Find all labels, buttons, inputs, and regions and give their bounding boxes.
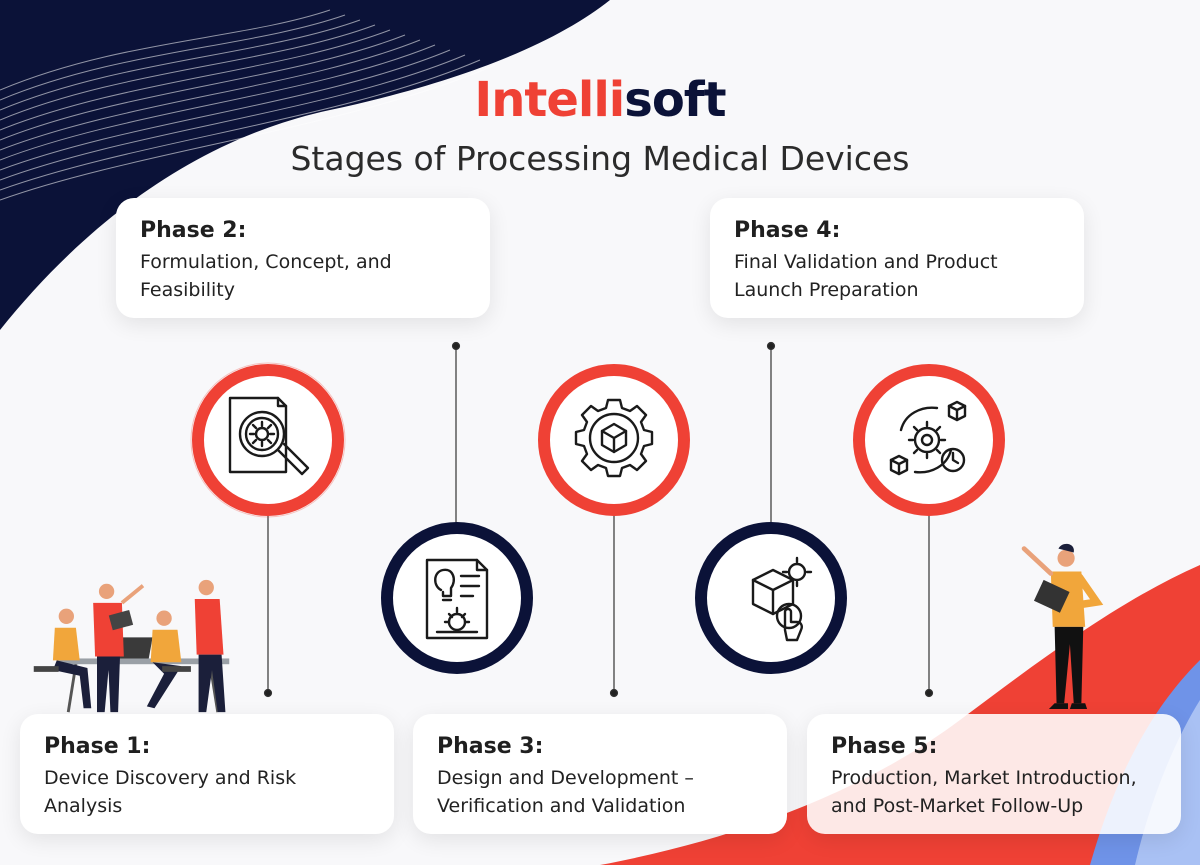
brand-logo-part2: soft <box>624 72 726 128</box>
phase-4-label: Phase 4: <box>734 218 841 243</box>
phase-3-label: Phase 3: <box>437 734 544 759</box>
phase-4-description: Final Validation and Product Launch Prep… <box>734 251 998 301</box>
phase-3-card: Phase 3: Design and Development – Verifi… <box>413 714 787 834</box>
phase-5-card: Phase 5: Production, Market Introduction… <box>807 714 1181 834</box>
phase-5-label: Phase 5: <box>831 734 938 759</box>
presenter-illustration <box>1021 543 1104 709</box>
gear-cube-icon <box>536 362 692 518</box>
brand-logo: Intellisoft <box>0 70 1200 130</box>
gear-network-clock-icon <box>851 362 1007 518</box>
brand-logo-part1: Intelli <box>474 72 625 128</box>
phase-4-card: Phase 4: Final Validation and Product La… <box>710 198 1084 318</box>
phase-2-description: Formulation, Concept, and Feasibility <box>140 251 392 301</box>
phase-2-label: Phase 2: <box>140 218 247 243</box>
phase-5-description: Production, Market Introduction, and Pos… <box>831 767 1137 817</box>
cube-touch-icon <box>693 520 849 676</box>
document-search-gear-icon <box>190 362 346 518</box>
team-illustration <box>33 579 230 713</box>
phase-3-description: Design and Development – Verification an… <box>437 767 694 817</box>
idea-document-icon <box>379 520 535 676</box>
phase-1-card: Phase 1: Device Discovery and Risk Analy… <box>20 714 394 834</box>
phase-1-label: Phase 1: <box>44 734 151 759</box>
page-title: Stages of Processing Medical Devices <box>290 139 910 178</box>
phase-1-description: Device Discovery and Risk Analysis <box>44 767 297 817</box>
phase-2-card: Phase 2: Formulation, Concept, and Feasi… <box>116 198 490 318</box>
